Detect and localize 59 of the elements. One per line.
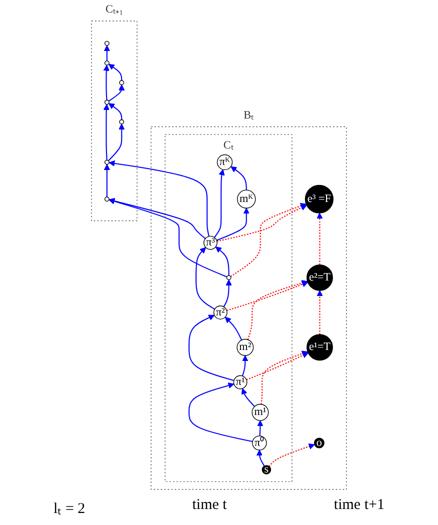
node-circle: m¹ [252,404,269,421]
arrow [108,64,122,81]
arrow [104,164,110,197]
node-circle: mᴷ [237,190,256,208]
note-text: time t [192,497,227,515]
arrow [316,290,323,335]
arrow [224,316,242,340]
arrow [196,247,215,310]
arrow [241,388,256,407]
node-circle: e³ =F [304,184,334,214]
arrow [247,280,308,340]
node-circle [104,40,110,46]
arrow [216,208,250,241]
arrow [108,160,210,236]
node-circle: π⁰ [252,436,267,450]
arrow [256,450,265,466]
node-circle: π¹ [233,375,248,390]
arrow [223,279,232,308]
arrow [316,212,323,265]
node-circle [104,196,110,202]
note-text: time t+1 [334,497,384,515]
arrow [108,124,125,162]
arrow [188,314,234,381]
arrow [103,64,110,100]
arrow [260,350,308,404]
node-label: Bₜ [244,109,254,122]
arrow [214,169,225,238]
node-circle [104,160,110,165]
arrow [226,281,308,312]
arrow [108,103,122,120]
arrow [230,202,306,277]
note-text: lₜ = 2 [54,500,86,518]
node-circle [104,60,110,66]
arrow [257,420,264,436]
arrow [108,198,228,278]
arrow [216,204,307,242]
node-circle: π³ [204,236,218,250]
node-circle: o [314,438,324,448]
arrow [242,355,248,376]
arrow [108,84,125,102]
arrow [230,166,247,190]
arrow [246,352,308,380]
arrow [268,443,315,467]
arrow [215,246,230,276]
arrow [103,104,110,160]
arrow [188,382,253,442]
node-circle [104,100,110,105]
node-circle [226,275,232,280]
node-circle: e²=T [306,264,333,291]
node-circle: πᴷ [216,154,233,170]
node-circle: m² [236,338,254,356]
node-circle: s [262,465,272,474]
node-circle: π² [213,306,228,320]
node-circle [119,80,124,86]
node-label: Cₜ₊₁ [105,4,124,16]
node-circle: e¹=T [306,334,333,361]
node-circle [119,119,124,124]
arrow [104,45,110,61]
arrow [108,198,206,239]
